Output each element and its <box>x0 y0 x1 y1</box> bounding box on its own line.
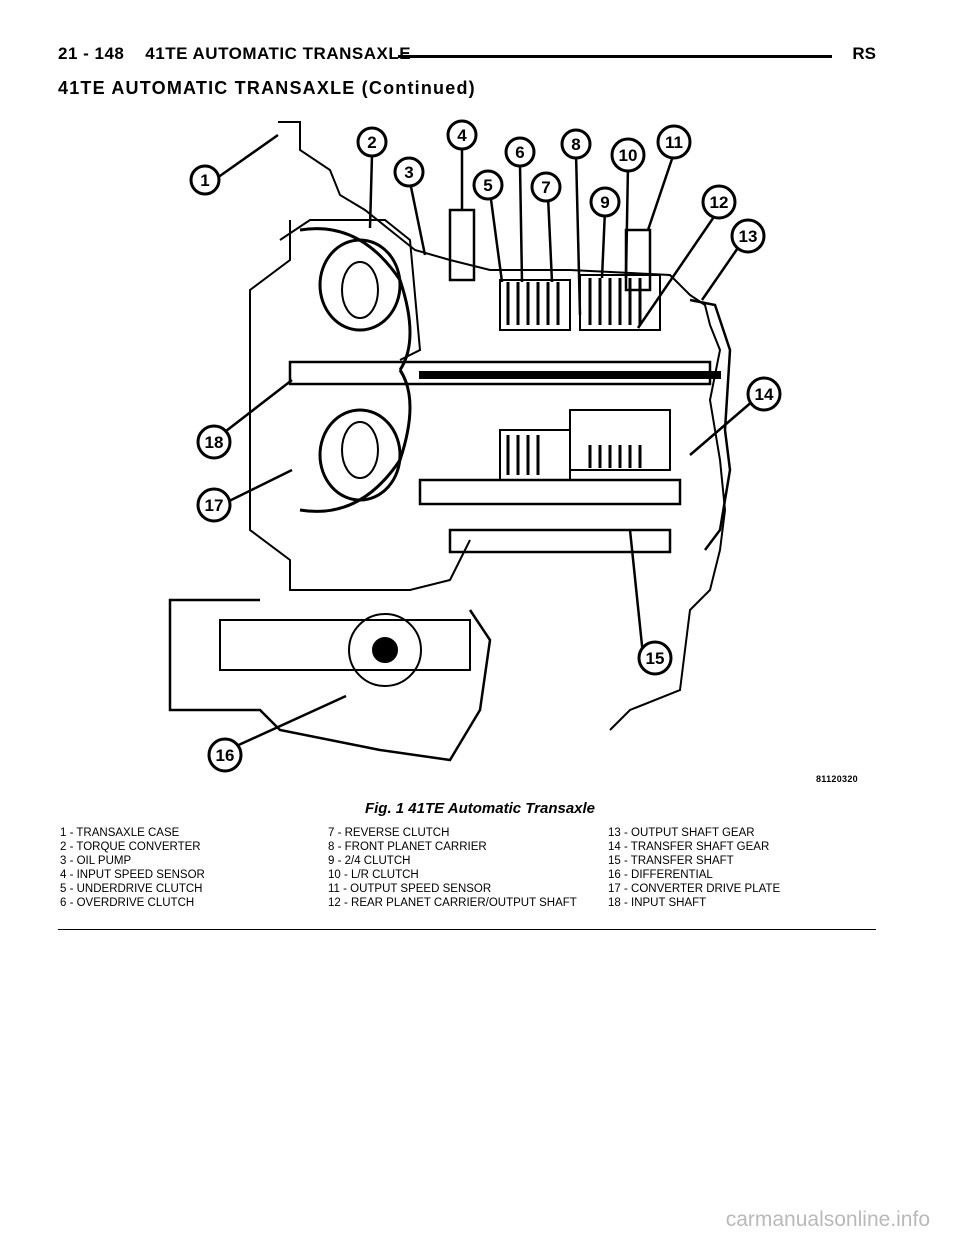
svg-text:8: 8 <box>571 135 580 154</box>
legend-item: 17 - CONVERTER DRIVE PLATE <box>608 883 781 895</box>
legend-item: 9 - 2/4 CLUTCH <box>328 855 411 867</box>
legend-rule <box>58 929 876 930</box>
callout-16: 16 <box>207 737 243 773</box>
callout-1: 1 <box>189 164 221 196</box>
legend-item: 14 - TRANSFER SHAFT GEAR <box>608 841 770 853</box>
callout-7: 7 <box>530 171 562 203</box>
svg-text:18: 18 <box>205 433 224 452</box>
legend-item: 11 - OUTPUT SPEED SENSOR <box>328 883 492 895</box>
callout-14: 14 <box>746 376 782 412</box>
svg-text:12: 12 <box>710 193 729 212</box>
legend-item: 10 - L/R CLUTCH <box>328 869 419 881</box>
legend-item: 4 - INPUT SPEED SENSOR <box>60 869 205 881</box>
legend-item: 15 - TRANSFER SHAFT <box>608 855 734 867</box>
legend-item: 8 - FRONT PLANET CARRIER <box>328 841 487 853</box>
legend-item: 13 - OUTPUT SHAFT GEAR <box>608 827 755 839</box>
svg-text:2: 2 <box>367 133 376 152</box>
transaxle-cutaway-drawing: 1 2 3 4 5 6 7 8 9 10 11 12 13 14 15 16 1… <box>168 119 782 773</box>
svg-text:13: 13 <box>739 227 758 246</box>
callout-13: 13 <box>730 218 766 254</box>
svg-text:4: 4 <box>457 126 467 145</box>
chapter-title: 41TE AUTOMATIC TRANSAXLE <box>145 44 412 63</box>
callout-10: 10 <box>610 137 646 173</box>
callout-12: 12 <box>701 184 737 220</box>
callout-5: 5 <box>472 169 504 201</box>
page-header-title: 21 - 148 41TE AUTOMATIC TRANSAXLE <box>58 44 411 64</box>
header-rule <box>398 55 832 58</box>
svg-text:14: 14 <box>755 385 774 404</box>
callout-3: 3 <box>393 156 425 188</box>
section-title: 41TE AUTOMATIC TRANSAXLE (Continued) <box>58 78 476 98</box>
svg-text:15: 15 <box>646 649 665 668</box>
page-ref: 21 - 148 <box>58 44 125 63</box>
figure-caption: Fig. 1 41TE Automatic Transaxle <box>364 800 596 817</box>
svg-text:7: 7 <box>541 178 550 197</box>
svg-text:16: 16 <box>216 746 235 765</box>
callout-2: 2 <box>356 126 388 158</box>
legend-column-1: 1 - TRANSAXLE CASE 2 - TORQUE CONVERTER … <box>60 826 205 910</box>
legend-column-2: 7 - REVERSE CLUTCH 8 - FRONT PLANET CARR… <box>328 826 583 910</box>
model-code: RS <box>852 44 876 63</box>
svg-text:5: 5 <box>483 176 492 195</box>
callout-15: 15 <box>637 640 673 676</box>
svg-text:9: 9 <box>600 193 609 212</box>
legend-item: 7 - REVERSE CLUTCH <box>328 827 450 839</box>
legend-item: 1 - TRANSAXLE CASE <box>60 827 180 839</box>
callout-6: 6 <box>504 136 536 168</box>
svg-text:11: 11 <box>665 133 683 152</box>
svg-text:17: 17 <box>205 496 224 515</box>
page-header: 21 - 148 41TE AUTOMATIC TRANSAXLE RS <box>58 44 876 70</box>
svg-text:10: 10 <box>619 146 638 165</box>
figure-id: 81120320 <box>816 774 858 784</box>
callout-18: 18 <box>196 424 232 460</box>
legend-item: 16 - DIFFERENTIAL <box>608 869 713 881</box>
legend-item: 12 - REAR PLANET CARRIER/OUTPUT SHAFT <box>328 897 577 909</box>
callout-9: 9 <box>589 186 621 218</box>
legend-column-3: 13 - OUTPUT SHAFT GEAR 14 - TRANSFER SHA… <box>608 826 780 910</box>
legend-item: 5 - UNDERDRIVE CLUTCH <box>60 883 203 895</box>
watermark: carmanualsonline.info <box>725 1208 930 1231</box>
transaxle-diagram: 1 2 3 4 5 6 7 8 9 10 11 12 13 14 15 16 1… <box>150 110 880 800</box>
svg-text:6: 6 <box>515 143 524 162</box>
callout-4: 4 <box>446 119 478 151</box>
callout-8: 8 <box>560 128 592 160</box>
svg-text:3: 3 <box>404 163 413 182</box>
legend-item: 18 - INPUT SHAFT <box>608 897 707 909</box>
legend-item: 2 - TORQUE CONVERTER <box>60 841 201 853</box>
svg-text:1: 1 <box>200 171 209 190</box>
legend-item: 6 - OVERDRIVE CLUTCH <box>60 897 195 909</box>
callout-17: 17 <box>196 487 232 523</box>
legend-item: 3 - OIL PUMP <box>60 855 132 867</box>
callout-11: 11 <box>656 124 692 160</box>
